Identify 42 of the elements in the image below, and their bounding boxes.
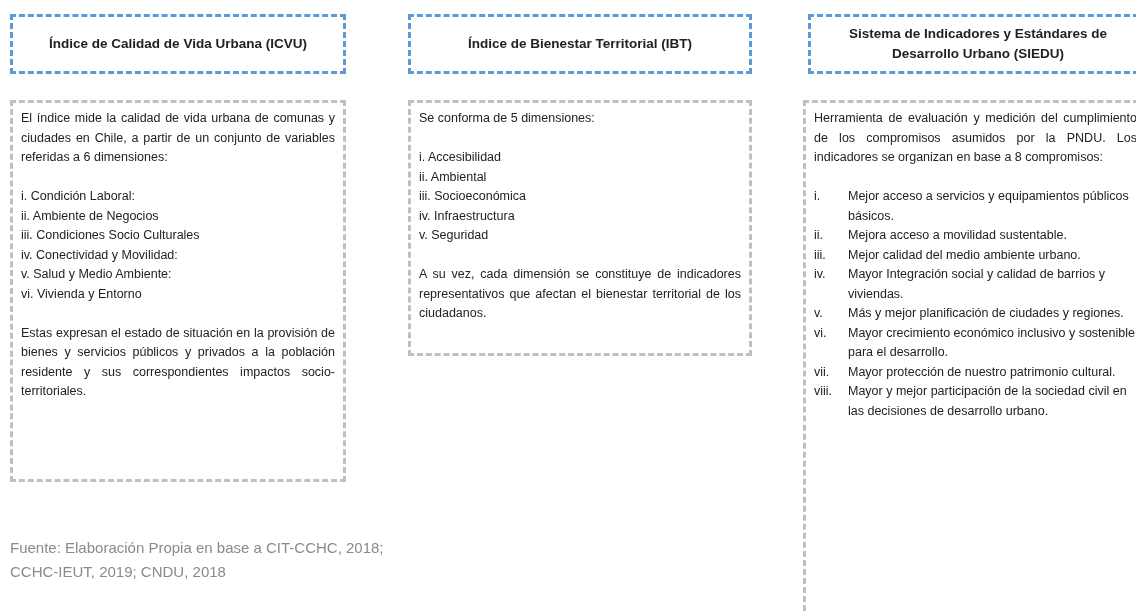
list-item: iv. Conectividad y Movilidad: bbox=[21, 246, 179, 264]
list-item: Mayor y mejor participación de la sociedad civil en las decisiones de desarrollo urbano. bbox=[848, 383, 1128, 420]
list-marker: vii. bbox=[814, 363, 831, 381]
list-item: iv. Infraestructura bbox=[419, 207, 516, 225]
list-marker: i. bbox=[814, 188, 822, 205]
box-title: Índice de Bienestar Territorial (IBT) bbox=[467, 35, 693, 53]
list-marker: viii. bbox=[814, 383, 834, 400]
list-item: Más y mejor planificación de ciudades y regiones. bbox=[848, 305, 1124, 322]
paragraph: El índice mide la calidad de vida urbana de comunas y ciudades en Chile, a partir de un conjunto de variables referidas a 6 dimensiones: bbox=[21, 110, 335, 166]
list-marker: v. bbox=[814, 305, 824, 322]
list-marker: vi. bbox=[814, 324, 828, 342]
list-item: v. Seguridad bbox=[419, 227, 490, 244]
list-item: i. Condición Laboral: bbox=[21, 188, 136, 205]
source-note: Fuente: Elaboración Propia en base a CIT-CCHC, 2018; CCHC-IEUT, 2019; CNDU, 2018 bbox=[10, 538, 385, 582]
list-item: v. Salud y Medio Ambiente: bbox=[21, 266, 173, 283]
text-panel bbox=[803, 100, 1136, 611]
list-item: vi. Vivienda y Entorno bbox=[21, 285, 143, 303]
paragraph: A su vez, cada dimensión se constituye de indicadores representativos que afectan el bienestar territorial de los ciudadanos. bbox=[419, 266, 741, 322]
paragraph: Se conforma de 5 dimensiones: bbox=[419, 110, 596, 127]
title-box bbox=[808, 14, 1136, 74]
list-item: Mayor protección de nuestro patrimonio cultural. bbox=[848, 363, 1116, 381]
text-panel bbox=[408, 100, 752, 356]
paragraph: Estas expresan el estado de situación en la provisión de bienes y servicios públicos y privados a la población residente y sus correspondientes impactos socio-territoriales. bbox=[21, 324, 335, 400]
paragraph: Herramienta de evaluación y medición del cumplimiento de los compromisos asumidos por la PNDU. Los indicadores se organizan en base a 8 compromisos: bbox=[814, 110, 1136, 166]
list-item: iii. Socioeconómica bbox=[419, 188, 527, 205]
list-item: i. Accesibilidad bbox=[419, 149, 502, 166]
list-item: ii. Ambiente de Negocios bbox=[21, 207, 160, 225]
title-box bbox=[10, 14, 346, 74]
text-panel bbox=[10, 100, 346, 482]
list-item: Mayor Integración social y calidad de barrios y viviendas. bbox=[848, 266, 1107, 303]
title-box bbox=[408, 14, 752, 74]
list-item: Mejora acceso a movilidad sustentable. bbox=[848, 227, 1067, 244]
list-item: ii. Ambiental bbox=[419, 168, 488, 186]
list-marker: iv. bbox=[814, 266, 827, 283]
list-marker: iii. bbox=[814, 246, 827, 264]
list-item: Mejor calidad del medio ambiente urbano. bbox=[848, 246, 1081, 264]
list-item: Mayor crecimiento económico inclusivo y sostenible para el desarrollo. bbox=[848, 324, 1136, 361]
list-marker: ii. bbox=[814, 227, 825, 244]
box-title: Sistema de Indicadores y Estándares de Desarrollo Urbano (SIEDU) bbox=[847, 25, 1109, 63]
list-item: iii. Condiciones Socio Culturales bbox=[21, 227, 201, 244]
box-title: Índice de Calidad de Vida Urbana (ICVU) bbox=[49, 35, 307, 53]
list-item: Mejor acceso a servicios y equipamientos públicos básicos. bbox=[848, 188, 1130, 225]
